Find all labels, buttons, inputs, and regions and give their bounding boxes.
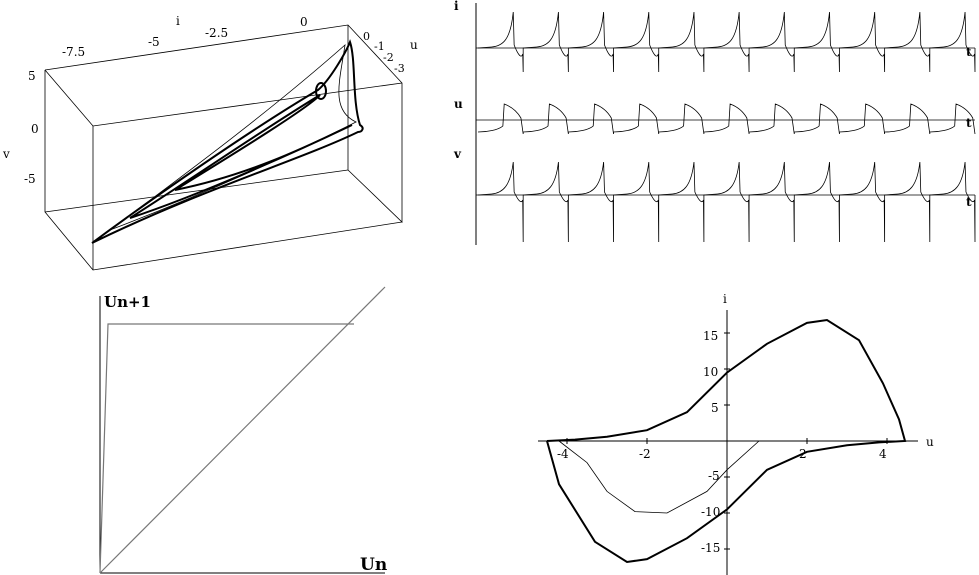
trace-v [478,162,975,242]
v-tick: -5 [24,172,36,186]
x-tick-label: 2 [799,447,807,461]
axis-u-label: u [410,38,418,52]
u-tick: -3 [394,62,405,75]
panel-time-series: i u v t t t [453,0,975,245]
time-label-i: t [966,45,972,59]
attractor-loop-inner [130,95,352,218]
panel-return-map: Un+1 Un [100,287,387,575]
i-tick: -2.5 [205,26,228,40]
trace-u-label: u [454,97,463,111]
i-tick: -5 [148,35,160,49]
attractor-loop-mid [110,45,356,230]
time-label-v: t [966,195,972,209]
y-tick-label: -10 [701,505,720,519]
panel-3d-attractor: i -7.5 -5 -2.5 0 0 -1 -2 -3 u 5 0 -5 v [2,14,418,270]
trace-i-label: i [454,0,459,13]
trace-u [478,104,975,134]
trace-v-label: v [453,147,462,161]
time-label-u: t [966,116,972,130]
y-tick-label: 10 [703,365,718,379]
box-back [45,25,402,222]
v-tick: 5 [28,69,36,83]
phase-x-label: u [926,435,934,449]
x-tick-label: -2 [639,447,651,461]
phase-y-label: i [723,292,727,306]
trace-i [478,12,975,72]
i-tick: -7.5 [62,45,85,59]
return-map-y-label: Un+1 [104,293,151,311]
axis-v-label: v [2,147,10,161]
axis-i-label: i [176,14,180,28]
y-tick-label: -15 [701,541,720,555]
return-map-x-label: Un [360,555,387,575]
diagonal-line [100,287,385,573]
i-tick: 0 [300,15,308,29]
panel-phase-portrait: i u -4 -2 2 4 15 10 5 -5 -10 -15 [538,292,934,575]
u-tick: 0 [363,30,370,43]
x-tick-label: -4 [557,447,569,461]
return-map-curve [100,324,354,573]
y-tick-label: -5 [708,469,720,483]
v-tick: 0 [31,122,39,136]
u-tick: -2 [383,51,394,64]
x-tick-label: 4 [879,447,887,461]
y-tick-label: 5 [711,401,719,415]
y-tick-label: 15 [703,329,718,343]
